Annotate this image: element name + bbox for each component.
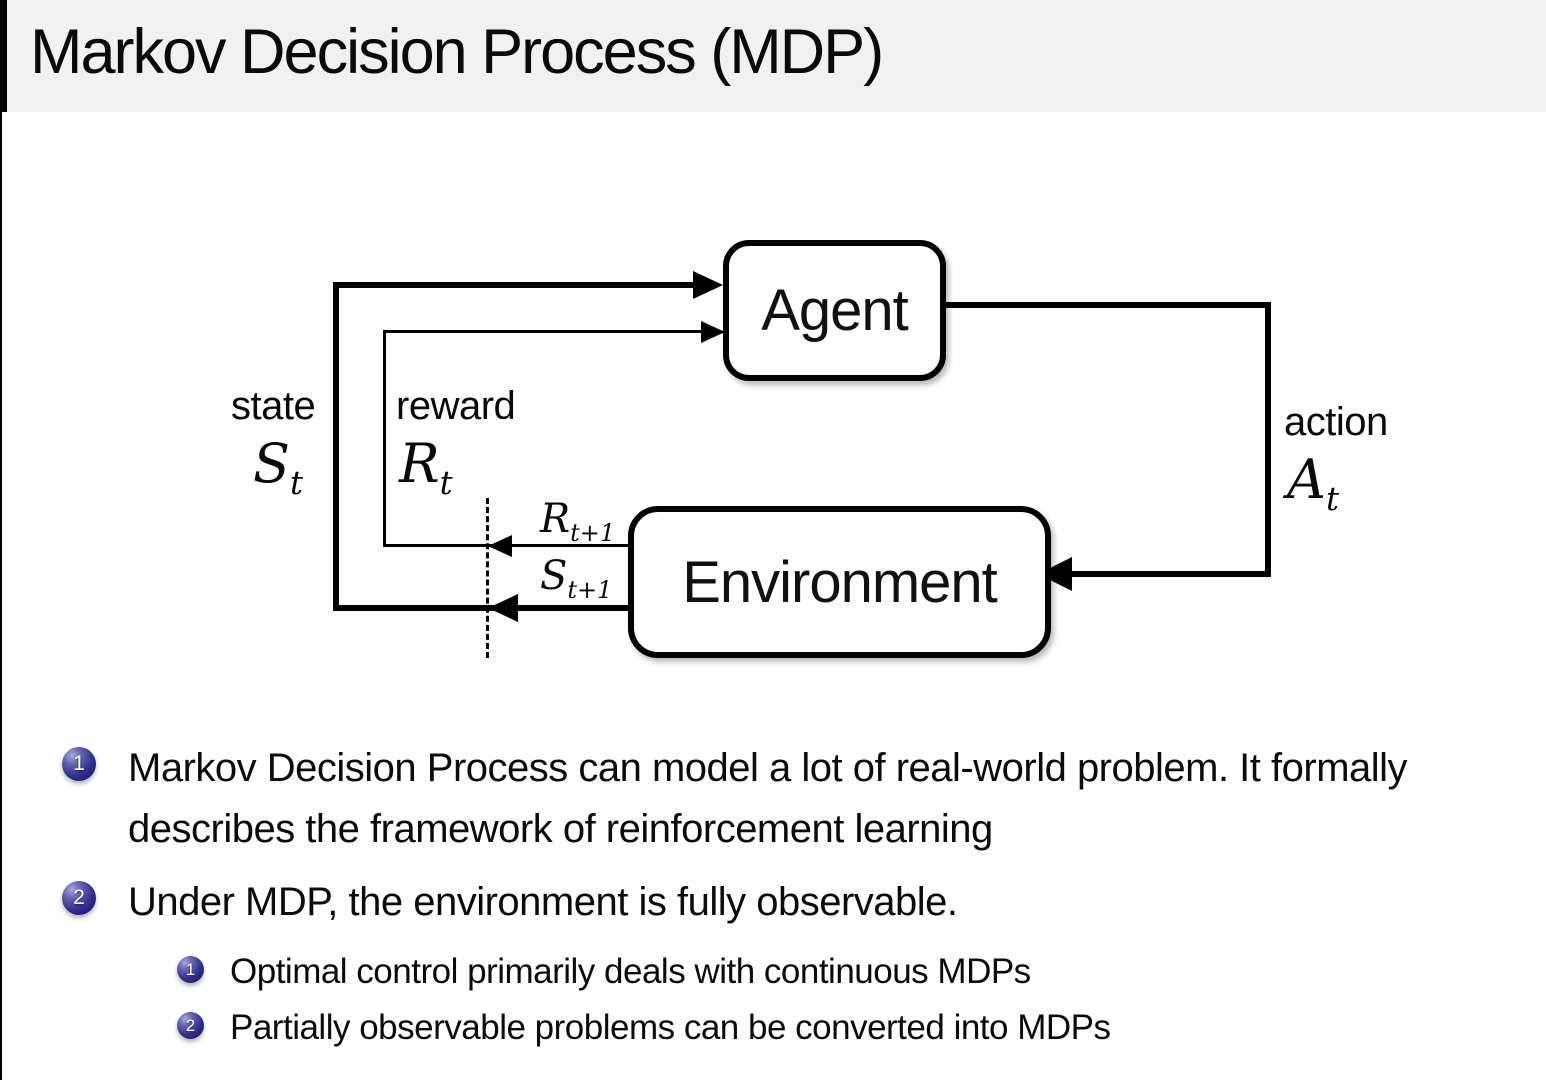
left-edge-block [0, 0, 7, 112]
state-symbol: St [253, 432, 303, 502]
item-number-badge: 1 [62, 747, 96, 781]
reward-line-top [383, 330, 707, 333]
subitem-text: Optimal control primarily deals with con… [230, 952, 1031, 991]
list-item: 2 Under MDP, the environment is fully ob… [62, 872, 1522, 933]
slide-title: Markov Decision Process (MDP) [30, 17, 884, 87]
state-next-symbol-base: S [540, 553, 568, 599]
environment-node: Environment [628, 506, 1051, 658]
list-item: 1 Markov Decision Process can model a lo… [62, 738, 1522, 860]
reward-line-vertical [383, 330, 386, 547]
title-bar: Markov Decision Process (MDP) [0, 0, 1546, 112]
sub-list-item: 2 Partially observable problems can be c… [177, 1001, 1522, 1055]
state-next-symbol: St+1 [540, 553, 612, 604]
sub-list-item: 1 Optimal control primarily deals with c… [177, 945, 1522, 999]
action-line-bottom [1040, 571, 1271, 577]
reward-label: reward [396, 384, 516, 428]
timestep-dashed-line [486, 498, 489, 658]
left-edge-line [0, 0, 2, 1080]
reward-next-symbol-sub: t+1 [570, 519, 616, 547]
reward-next-arrowhead-icon [488, 535, 512, 557]
bullet-list: 1 Markov Decision Process can model a lo… [62, 738, 1522, 1057]
subitem-number-badge: 1 [177, 956, 204, 983]
state-label: state [231, 384, 316, 428]
reward-symbol-sub: t [439, 463, 453, 502]
reward-symbol: Rt [399, 432, 453, 502]
item-text: Under MDP, the environment is fully obse… [128, 880, 958, 924]
action-symbol-base: A [1287, 448, 1326, 511]
action-label: action [1284, 400, 1388, 444]
state-next-symbol-sub: t+1 [567, 576, 613, 604]
reward-next-symbol: Rt+1 [540, 496, 615, 547]
agent-node: Agent [723, 240, 946, 381]
item-text: Markov Decision Process can model a lot … [128, 746, 1408, 851]
action-line-top [934, 302, 1271, 308]
subitem-number-badge: 2 [177, 1012, 204, 1039]
state-line-top [333, 282, 704, 288]
action-symbol-sub: t [1326, 479, 1340, 518]
state-symbol-base: S [253, 432, 290, 495]
action-line-vertical [1265, 302, 1271, 577]
subitem-text: Partially observable problems can be con… [230, 1008, 1111, 1047]
agent-node-label: Agent [761, 278, 909, 343]
reward-arrowhead-to-agent-icon [701, 321, 725, 343]
state-line-bottom [333, 605, 628, 611]
sub-bullet-list: 1 Optimal control primarily deals with c… [177, 945, 1522, 1055]
state-line-vertical [333, 282, 339, 611]
state-arrowhead-to-agent-icon [693, 271, 723, 299]
environment-node-label: Environment [682, 549, 998, 615]
item-number-badge: 2 [62, 881, 96, 915]
action-symbol: At [1287, 448, 1339, 518]
state-symbol-sub: t [290, 463, 304, 502]
reward-next-symbol-base: R [540, 496, 571, 542]
reward-symbol-base: R [399, 432, 440, 495]
state-next-arrowhead-icon [488, 594, 518, 622]
